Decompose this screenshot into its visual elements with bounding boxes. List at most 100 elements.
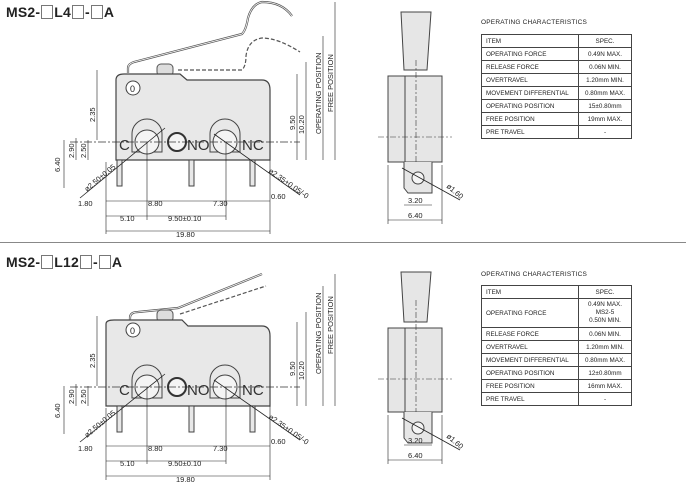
row-item: OPERATING POSITION <box>481 99 579 113</box>
row-spec: 0.80mm MAX. <box>578 353 632 367</box>
dim-9-50-vertical: 9.50 <box>288 115 297 130</box>
row-item: PRE TRAVEL <box>481 125 579 139</box>
row-item: MOVEMENT DIFFERENTIAL <box>481 86 579 100</box>
side-view-drawing-l12: 3.20 6.40 ø1.60 <box>378 271 465 464</box>
dim-dia-2-50: ø2.50±0.05 <box>83 408 118 439</box>
dim-1-80: 1.80 <box>78 199 93 208</box>
table-row: PRE TRAVEL- <box>481 392 632 406</box>
model-prefix: MS2- <box>6 4 41 20</box>
row-spec: - <box>578 392 632 406</box>
pin-c <box>116 405 123 433</box>
row-item: OVERTRAVEL <box>481 73 579 87</box>
header-spec: SPEC. <box>578 34 632 48</box>
pin-no <box>188 405 195 433</box>
terminal-label-no: NO <box>187 137 210 154</box>
model-suffix: A <box>103 4 115 20</box>
terminal-label-nc: NC <box>242 382 264 399</box>
terminal-label-c: C <box>119 382 130 399</box>
model-suffix: A <box>111 254 123 270</box>
code-box <box>98 255 111 269</box>
table-row: PRE TRAVEL- <box>481 125 632 139</box>
row-spec: 19mm MAX. <box>578 112 632 126</box>
lever-operating-dashed <box>179 285 267 315</box>
lever-straight-arm <box>128 272 263 324</box>
row-spec: 0.06N MIN. <box>578 327 632 341</box>
code-box <box>90 5 103 19</box>
row-item: RELEASE FORCE <box>481 60 579 74</box>
dim-2-90: 2.90 <box>67 389 76 404</box>
terminal-hole-side <box>411 171 425 185</box>
dim-19-80: 19.80 <box>176 475 195 484</box>
dim-dia-1-60: ø1.60 <box>445 182 465 201</box>
dim-6-40: 6.40 <box>53 403 62 418</box>
label-free-position: FREE POSITION <box>326 54 335 112</box>
pin-nc <box>249 159 256 187</box>
front-view-drawing-l4: 0 C NO NC 1.80 8.80 7.30 0.60 5.10 9.50±… <box>53 0 336 239</box>
row-spec: 0.80mm MAX. <box>578 86 632 100</box>
dim-0-60: 0.60 <box>271 437 286 446</box>
row-spec: 1.20mm MIN. <box>578 340 632 354</box>
dim-1-80: 1.80 <box>78 444 93 453</box>
dim-3-20: 3.20 <box>408 196 423 205</box>
dim-2-35: 2.35 <box>88 353 97 368</box>
model-separator: - <box>92 254 98 270</box>
header-item: ITEM <box>481 285 579 299</box>
dim-side-6-40: 6.40 <box>408 211 423 220</box>
dim-side-6-40: 6.40 <box>408 451 423 460</box>
side-view-drawing-l4: 3.20 6.40 ø1.60 <box>378 11 465 224</box>
label-operating-position: OPERATING POSITION <box>314 52 323 134</box>
actuator-side <box>400 11 432 71</box>
row-spec: 16mm MAX. <box>578 379 632 393</box>
model-title-l4: MS2- L4 - A <box>6 4 114 20</box>
mount-hole-top <box>125 322 141 338</box>
dim-8-80: 8.80 <box>148 444 163 453</box>
lever-roller-arm <box>126 0 293 73</box>
dim-2-35: 2.35 <box>88 107 97 122</box>
svg-text:0: 0 <box>130 326 135 336</box>
model-prefix: MS2- <box>6 254 41 270</box>
header-spec: SPEC. <box>578 285 632 299</box>
row-item: OVERTRAVEL <box>481 340 579 354</box>
label-operating-position: OPERATING POSITION <box>314 292 323 374</box>
dim-6-40: 6.40 <box>53 157 62 172</box>
table-title-l12: OPERATING CHARACTERISTICS <box>481 271 588 278</box>
terminal-label-c: C <box>119 137 130 154</box>
row-spec: 12±0.80mm <box>578 366 632 380</box>
row-spec: 0.49N MAX. <box>578 47 632 61</box>
row-spec: 15±0.80mm <box>578 99 632 113</box>
terminal-hole-side <box>411 421 425 435</box>
row-item: OPERATING FORCE <box>481 298 579 328</box>
dim-2-50: 2.50 <box>79 143 88 158</box>
code-box <box>72 5 84 19</box>
row-item: FREE POSITION <box>481 112 579 126</box>
front-view-drawing-l12: 0 C NO NC 1.80 8.80 7.30 0.60 5.10 9.50±… <box>53 272 336 484</box>
actuator-side <box>400 271 432 323</box>
dim-2-90: 2.90 <box>67 143 76 158</box>
dim-dia-1-60: ø1.60 <box>445 432 465 451</box>
mount-hole-top <box>125 80 141 96</box>
svg-text:0: 0 <box>130 84 135 94</box>
terminal-label-nc: NC <box>242 137 264 154</box>
dim-10-20: 10.20 <box>297 115 306 134</box>
pin-c <box>116 159 123 187</box>
dim-3-20: 3.20 <box>408 436 423 445</box>
model-lever-code: L4 <box>54 4 71 20</box>
dim-5-10: 5.10 <box>120 214 135 223</box>
dim-9-50-vertical: 9.50 <box>288 361 297 376</box>
code-box <box>79 255 92 269</box>
pin-nc <box>249 405 256 433</box>
row-spec: 0.06N MIN. <box>578 60 632 74</box>
label-free-position: FREE POSITION <box>326 296 335 354</box>
terminal-label-no: NO <box>187 382 210 399</box>
